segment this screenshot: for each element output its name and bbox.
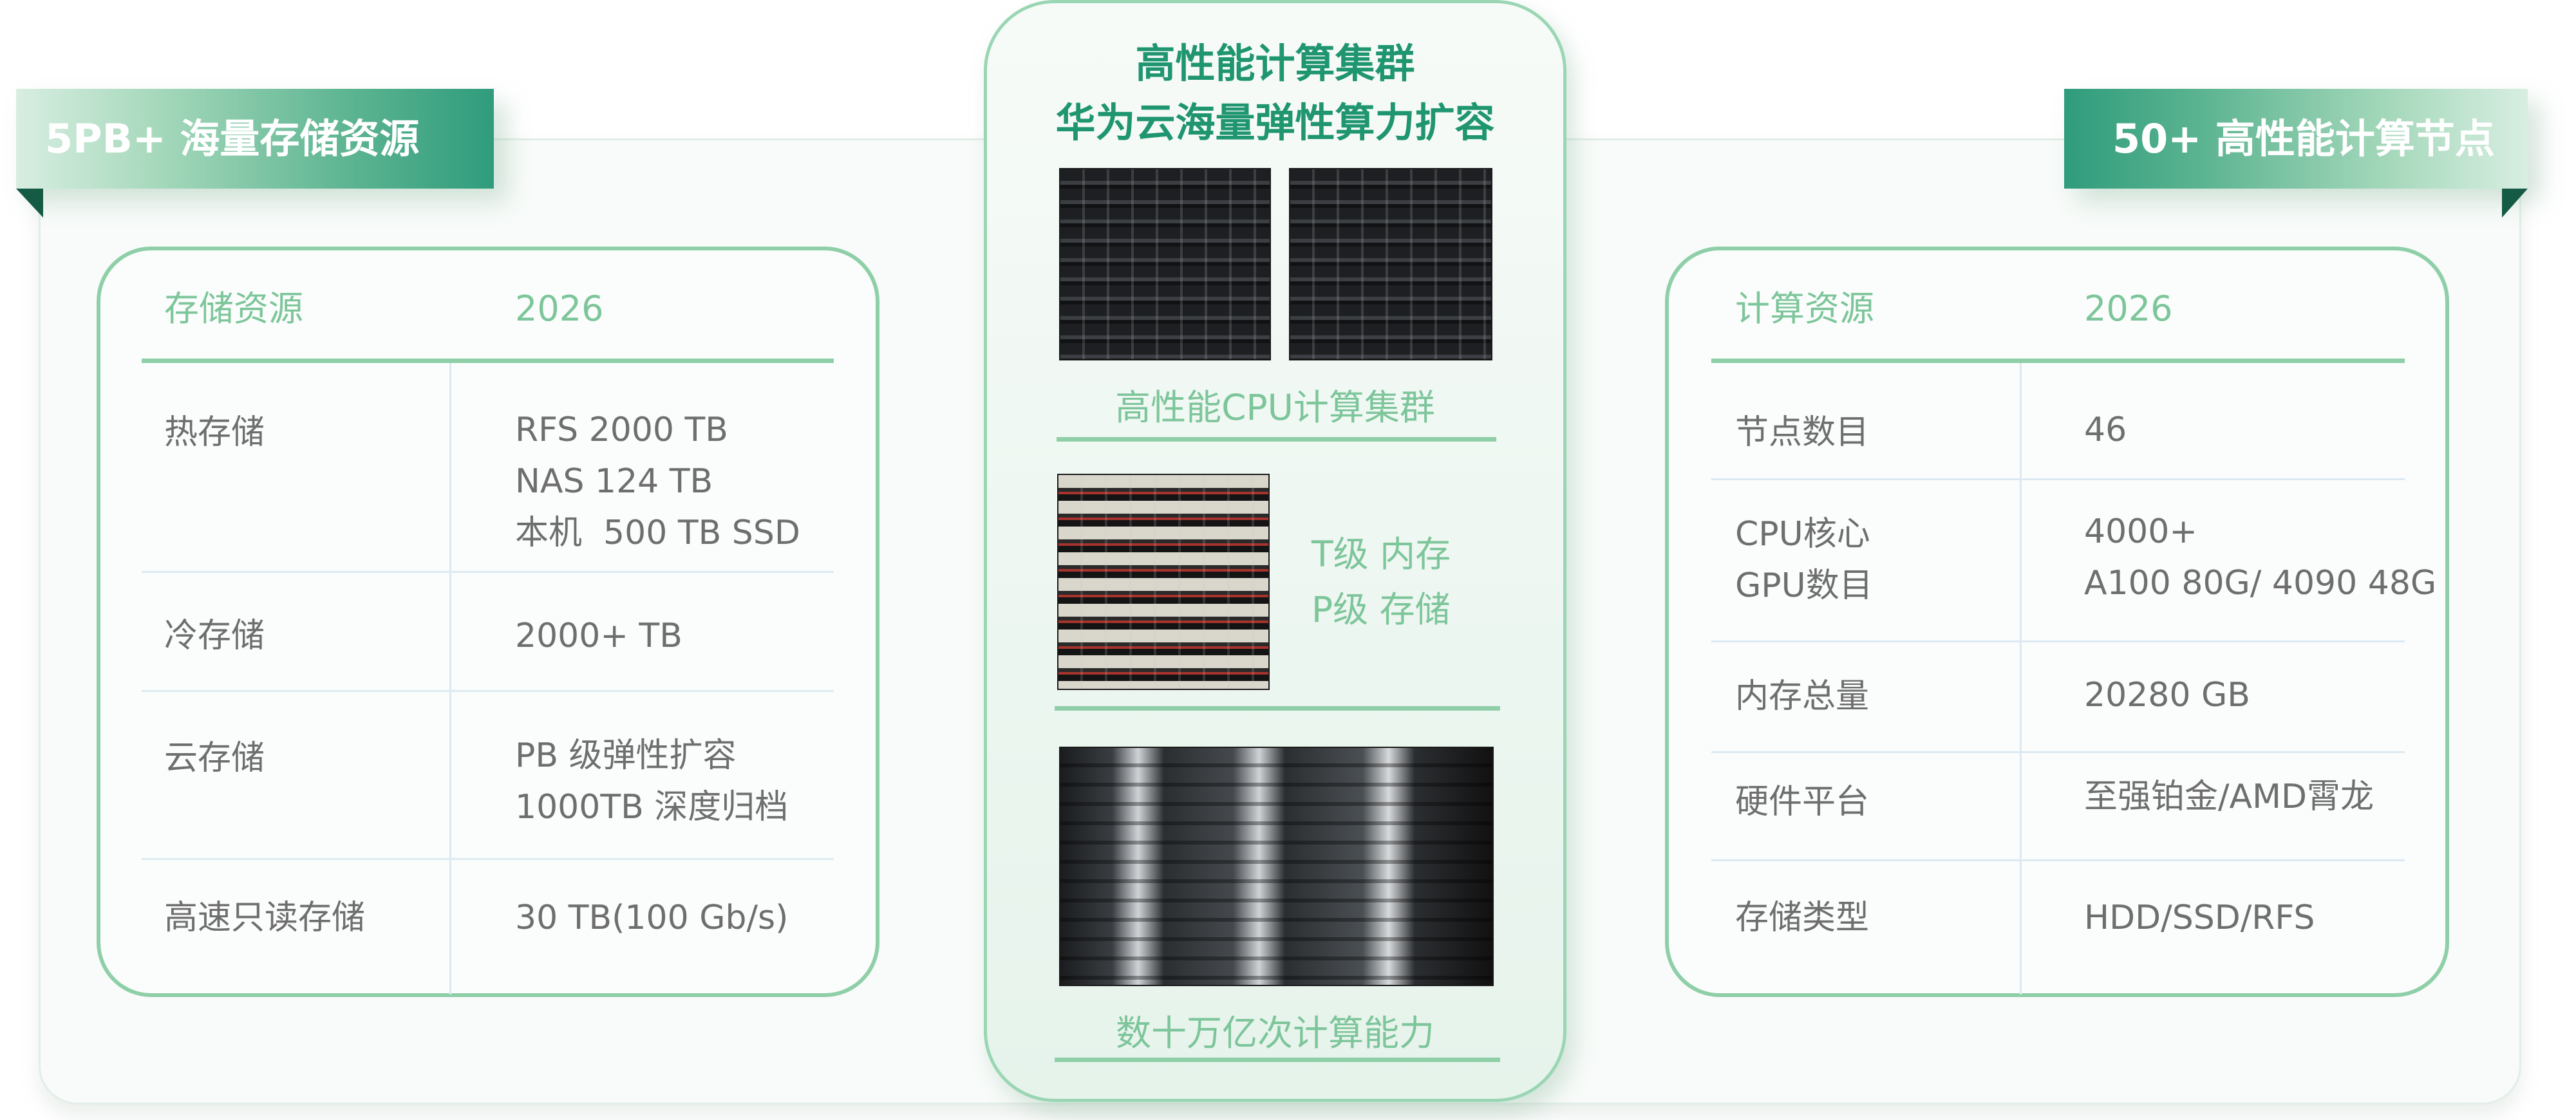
storage-header-year: 2026	[515, 288, 604, 329]
storage-label: P级 存储	[1312, 589, 1451, 630]
compute-row-divider	[1711, 751, 2405, 753]
storage-rack-photo	[1057, 474, 1270, 690]
compute-capacity-caption: 数十万亿次计算能力	[1115, 1013, 1434, 1054]
server-rack-photo	[1059, 168, 1271, 360]
storage-row-label: 冷存储	[164, 617, 265, 655]
storage-row-label: 高速只读存储	[164, 899, 366, 937]
storage-column-divider	[449, 363, 451, 994]
center-title-line2: 华为云海量弹性算力扩容	[1055, 99, 1495, 146]
storage-table	[97, 247, 879, 997]
storage-row-divider	[142, 690, 834, 692]
compute-header-resource: 计算资源	[1735, 288, 1874, 329]
compute-row-label: 硬件平台	[1735, 783, 1870, 821]
storage-row-label: 云存储	[164, 739, 265, 778]
compute-banner: 50+ 高性能计算节点	[2064, 89, 2528, 189]
compute-row-divider	[1711, 859, 2405, 861]
memory-label: T级 内存	[1312, 534, 1451, 575]
compute-row-value: 20280 GB	[2084, 676, 2250, 714]
compute-row-value: 46	[2084, 411, 2127, 449]
compute-row-label: 节点数目	[1735, 413, 1870, 452]
center-divider	[1057, 437, 1496, 442]
compute-row-value: 4000+ A100 80G/ 4090 48G	[2084, 512, 2437, 602]
storage-row-divider	[142, 858, 834, 860]
storage-row-value: RFS 2000 TB NAS 124 TB 本机 500 TB SSD	[515, 411, 800, 552]
compute-row-label: 内存总量	[1735, 677, 1870, 716]
center-divider	[1055, 1058, 1500, 1062]
storage-row-value: PB 级弹性扩容 1000TB 深度归档	[515, 736, 789, 826]
cpu-cluster-caption: 高性能CPU计算集群	[1115, 387, 1435, 428]
compute-column-divider	[2020, 363, 2022, 994]
storage-header-divider	[142, 359, 834, 363]
center-title-line1: 高性能计算集群	[1135, 40, 1415, 87]
compute-row-label: CPU核心 GPU数目	[1735, 515, 1873, 605]
storage-row-value: 2000+ TB	[515, 617, 682, 655]
data-center-photo	[1059, 747, 1494, 986]
storage-header-resource: 存储资源	[164, 288, 303, 329]
compute-table	[1665, 247, 2449, 997]
compute-header-year: 2026	[2084, 288, 2173, 329]
compute-row-divider	[1711, 478, 2405, 480]
server-rack-photo	[1289, 168, 1492, 360]
compute-row-value: 至强铂金/AMD霄龙	[2084, 778, 2374, 816]
compute-row-divider	[1711, 640, 2405, 642]
compute-row-value: HDD/SSD/RFS	[2084, 899, 2315, 937]
compute-row-label: 存储类型	[1735, 899, 1870, 937]
storage-banner-fold	[16, 189, 43, 218]
compute-header-divider	[1711, 359, 2405, 363]
storage-banner: 5PB+ 海量存储资源	[16, 89, 494, 189]
compute-banner-fold	[2502, 189, 2528, 218]
center-divider	[1055, 706, 1500, 711]
storage-row-label: 热存储	[164, 413, 265, 452]
storage-row-value: 30 TB(100 Gb/s)	[515, 899, 789, 937]
storage-row-divider	[142, 571, 834, 573]
